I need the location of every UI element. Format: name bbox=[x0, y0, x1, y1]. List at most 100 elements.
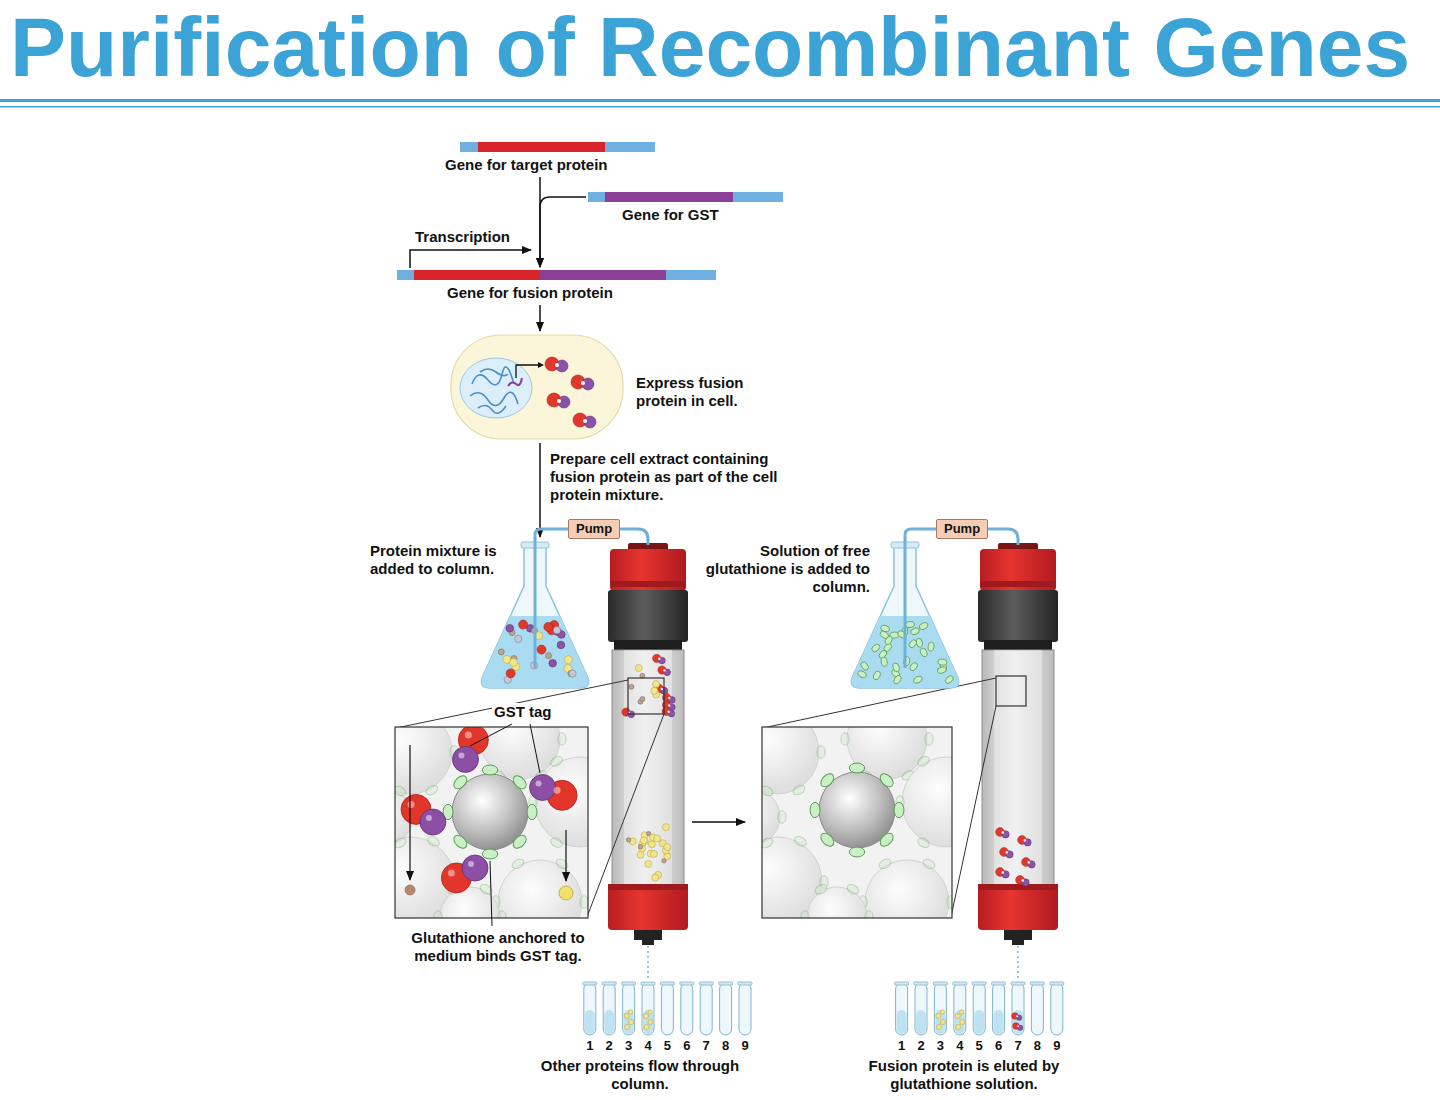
illustration-part bbox=[401, 794, 431, 824]
illustration-part bbox=[643, 1010, 653, 1034]
illustration-part bbox=[626, 838, 630, 842]
column bbox=[978, 529, 1058, 945]
illustration-part bbox=[1024, 839, 1027, 842]
title-rule bbox=[0, 99, 1440, 102]
illustration-part bbox=[940, 1019, 945, 1024]
illustration-part bbox=[973, 983, 985, 1035]
illustration-part bbox=[668, 697, 675, 704]
tube-number: 9 bbox=[737, 1038, 753, 1054]
illustration-part bbox=[462, 855, 488, 881]
arrow-connector bbox=[539, 443, 541, 537]
tube-number: 2 bbox=[601, 1038, 617, 1054]
arrow-connector bbox=[540, 197, 586, 267]
tube-number: 4 bbox=[952, 1038, 968, 1054]
illustration-part bbox=[922, 857, 937, 870]
tube-number: 8 bbox=[718, 1038, 734, 1054]
illustration-part bbox=[719, 982, 733, 985]
pump-box: Pump bbox=[568, 519, 620, 539]
illustration-part bbox=[558, 733, 566, 746]
illustration-part bbox=[610, 549, 686, 591]
illustration-part bbox=[879, 630, 890, 640]
illustration-part bbox=[468, 861, 474, 867]
illustration-part bbox=[918, 621, 929, 630]
other-proteins bbox=[626, 824, 670, 881]
leader-line bbox=[470, 724, 512, 746]
illustration-part bbox=[660, 982, 674, 985]
node-label: Pump bbox=[944, 520, 980, 538]
illustration-part bbox=[1031, 983, 1043, 1035]
illustration-part bbox=[663, 669, 665, 671]
illustration-part bbox=[515, 635, 522, 642]
leader-line bbox=[490, 861, 492, 926]
transcription-arrow bbox=[410, 250, 531, 268]
tube-number: 7 bbox=[1010, 1038, 1026, 1054]
illustration-part bbox=[925, 733, 933, 746]
edge-label: Prepare cell extract containing fusion p… bbox=[550, 450, 790, 504]
illustration-part bbox=[857, 670, 868, 679]
illustration-part bbox=[1006, 851, 1013, 858]
illustration-part bbox=[1002, 871, 1009, 878]
illustration-part bbox=[846, 883, 861, 896]
illustration-part bbox=[511, 833, 529, 851]
node-label: Gene for GST bbox=[622, 206, 783, 224]
illustration-part bbox=[955, 1013, 960, 1018]
illustration-part bbox=[604, 1010, 614, 1034]
illustration-part bbox=[801, 911, 809, 918]
illustration-part bbox=[643, 1013, 648, 1018]
illustration-part bbox=[651, 687, 658, 694]
illustration-part bbox=[645, 860, 652, 867]
illustration-part bbox=[960, 1010, 964, 1014]
illustration-part bbox=[659, 657, 666, 664]
caption-label: Other proteins flow through column. bbox=[540, 1057, 740, 1093]
illustration-part bbox=[641, 982, 655, 985]
flow-arrow bbox=[565, 830, 566, 881]
illustration-part bbox=[792, 783, 807, 796]
illustration-part bbox=[549, 659, 557, 667]
illustration-part bbox=[451, 833, 469, 851]
pump-box: Pump bbox=[936, 519, 988, 539]
illustration-part bbox=[506, 669, 515, 678]
illustration-part bbox=[841, 733, 849, 746]
illustration-part bbox=[420, 809, 446, 835]
gene-segment bbox=[414, 270, 540, 280]
illustration-part bbox=[934, 983, 946, 1035]
step-label: Transcription bbox=[415, 228, 510, 246]
illustration-part bbox=[1016, 1015, 1018, 1017]
illustration-part bbox=[849, 763, 864, 773]
illustration-part bbox=[793, 835, 808, 848]
flask: Protein mixture is added to column. bbox=[370, 540, 592, 690]
illustration-part bbox=[642, 940, 654, 945]
gene-bar: Gene for GST bbox=[588, 192, 783, 224]
illustration-part bbox=[953, 982, 967, 985]
illustration-part bbox=[915, 638, 923, 648]
illustration-part bbox=[395, 784, 407, 797]
illustration-part bbox=[623, 983, 635, 1035]
illustration-part bbox=[612, 650, 684, 886]
flask-outline bbox=[480, 540, 592, 690]
illustration-part bbox=[426, 835, 441, 848]
illustration-part bbox=[668, 710, 675, 717]
illustration-part bbox=[569, 670, 576, 677]
tube-number: 1 bbox=[894, 1038, 910, 1054]
gene-segment bbox=[478, 142, 605, 152]
illustration-part bbox=[557, 399, 561, 403]
illustration-part bbox=[1050, 982, 1064, 985]
illustration-part bbox=[870, 643, 881, 653]
illustration-part bbox=[639, 845, 646, 852]
tube-number: 3 bbox=[621, 1038, 637, 1054]
protein-dot bbox=[559, 886, 573, 900]
illustration-part bbox=[603, 983, 615, 1035]
illustration-part bbox=[470, 367, 518, 413]
zoom-line bbox=[951, 706, 996, 917]
illustration-part bbox=[434, 911, 442, 918]
illustration-part bbox=[452, 746, 478, 772]
tubing bbox=[905, 529, 936, 540]
leader-line bbox=[530, 724, 540, 773]
illustration-part bbox=[700, 983, 712, 1035]
illustration-part bbox=[974, 1010, 984, 1034]
illustration-part bbox=[582, 378, 594, 390]
illustration-part bbox=[608, 884, 688, 930]
illustration-part bbox=[653, 681, 660, 688]
illustration-part bbox=[681, 983, 693, 1035]
